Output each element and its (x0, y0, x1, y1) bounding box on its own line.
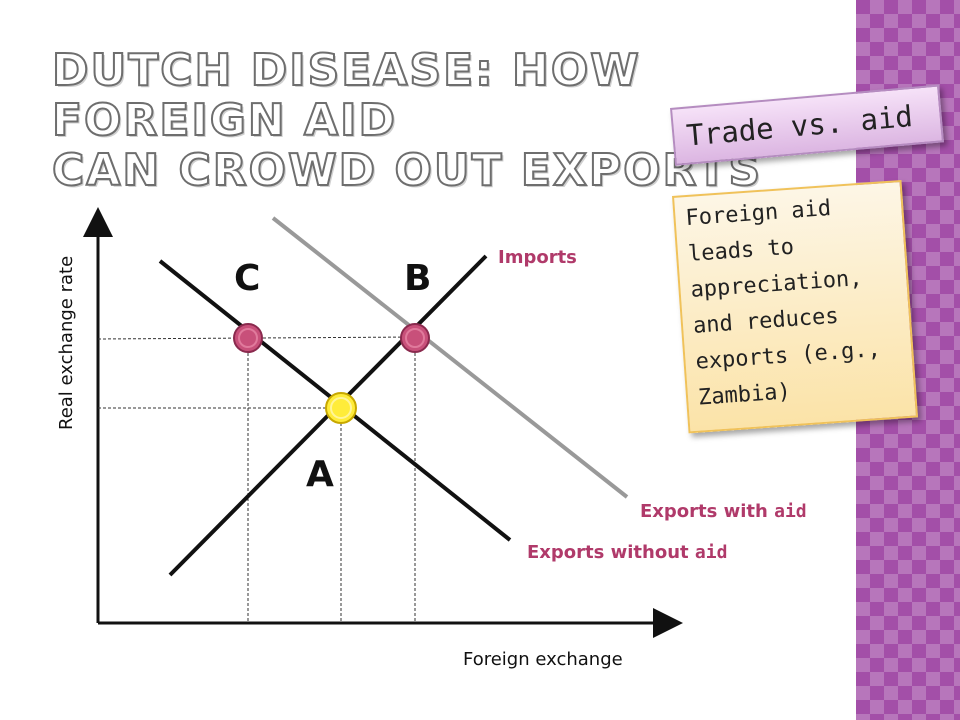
foreign-aid-explanation-box: Foreign aid leads to appreciation, and r… (672, 179, 919, 434)
exports-with-aid-label: Exports with aid (640, 501, 807, 522)
exports-with-aid-curve (271, 216, 629, 499)
slide-title: Dutch disease: how foreign aid can crowd… (51, 45, 852, 197)
point-c-marker-inner (238, 328, 258, 348)
title-line-1: Dutch disease: how foreign aid (51, 45, 641, 147)
point-a-marker-inner (330, 397, 352, 419)
title-line-2: can crowd out exports (51, 145, 763, 197)
exports-without-aid-label-emphasis: aid (695, 542, 728, 563)
exports-with-aid-label-text: Exports with (640, 501, 774, 522)
guide-line-horizontal-upper (97, 336, 417, 340)
exports-without-aid-label: Exports without aid (527, 542, 727, 563)
exports-without-aid-label-text: Exports without (527, 542, 695, 563)
trade-vs-aid-text: Trade vs. aid (684, 98, 915, 153)
exports-with-aid-label-emphasis: aid (774, 501, 807, 522)
point-b-label: B (404, 258, 431, 299)
imports-label: Imports (498, 247, 577, 268)
point-c-label: C (234, 258, 260, 299)
point-b-marker-inner (405, 328, 425, 348)
y-axis-label: Real exchange rate (56, 256, 77, 430)
point-a-label: A (306, 454, 334, 495)
x-axis-label: Foreign exchange (463, 649, 623, 670)
